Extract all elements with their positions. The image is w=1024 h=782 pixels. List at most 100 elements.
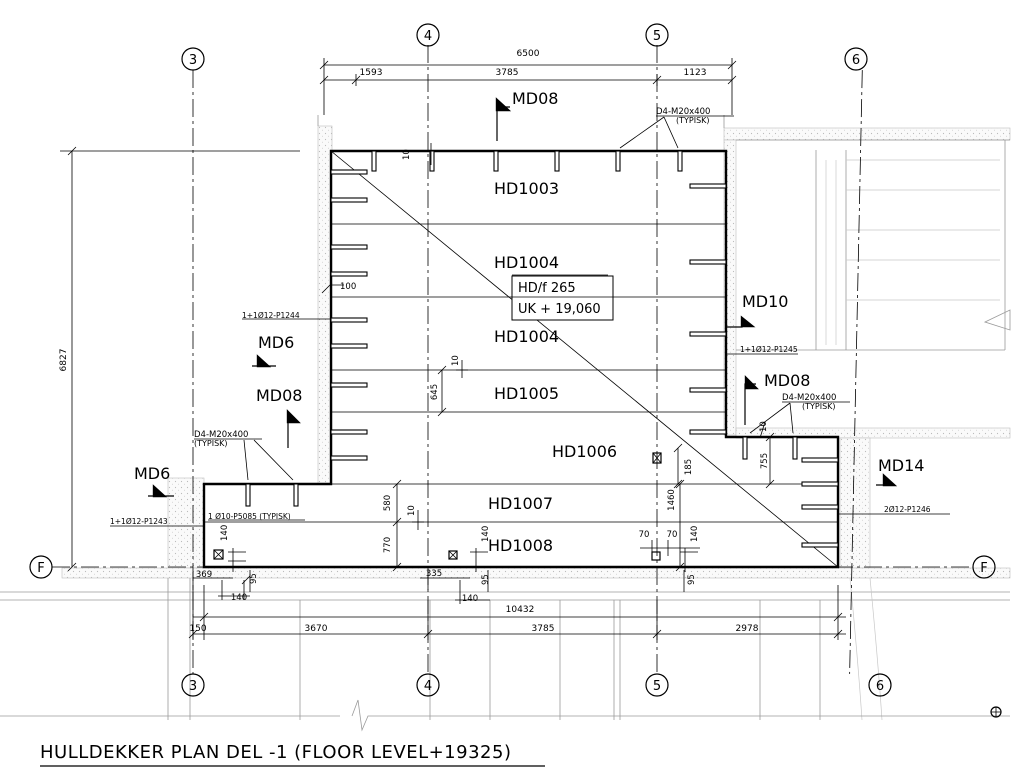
svg-text:HD1005: HD1005 xyxy=(494,384,559,403)
svg-text:UK + 19,060: UK + 19,060 xyxy=(518,302,601,317)
svg-text:10: 10 xyxy=(759,421,769,432)
svg-text:10432: 10432 xyxy=(506,605,535,615)
grid-bubble-6-top: 6 xyxy=(844,47,868,71)
svg-text:10: 10 xyxy=(402,149,412,160)
svg-text:95: 95 xyxy=(481,574,491,585)
svg-text:HD1008: HD1008 xyxy=(488,536,553,555)
rebar-slot xyxy=(330,455,368,461)
section-mark-md08-right: MD08 xyxy=(744,371,810,425)
rebar-callouts: 1+1Ø12-P1244 1+1Ø12-P1245 1+1Ø12-P1243 1… xyxy=(110,311,950,527)
edge-rebar-slots xyxy=(245,150,839,548)
anchor-annotations: D4-M20x400 (TYPISK) D4-M20x400 (TYPISK) … xyxy=(194,107,850,481)
section-mark-md14: MD14 xyxy=(876,456,924,487)
svg-text:5: 5 xyxy=(653,29,661,44)
svg-text:MD08: MD08 xyxy=(764,371,810,390)
grid-bubble-3-top: 3 xyxy=(181,47,205,71)
rebar-slot xyxy=(371,150,377,172)
svg-text:1+1Ø12-P1245: 1+1Ø12-P1245 xyxy=(740,345,798,354)
grid-bubble-4-bottom: 4 xyxy=(416,673,440,697)
svg-text:1 Ø10-P5085 (TYPISK): 1 Ø10-P5085 (TYPISK) xyxy=(208,512,291,521)
rebar-slot xyxy=(293,483,299,507)
svg-text:140: 140 xyxy=(481,526,491,542)
svg-text:MD10: MD10 xyxy=(742,292,788,311)
grid-bubble-6-bottom: 6 xyxy=(868,673,892,697)
small-dimensions: 10 100 645 10 580 10 770 140 95 369 140 … xyxy=(192,143,775,604)
slab-callout: HD/f 265 UK + 19,060 xyxy=(511,275,614,321)
rebar-slot xyxy=(689,183,727,189)
rebar-slot xyxy=(330,343,368,349)
grid-bubble-F-left: F xyxy=(29,555,53,579)
svg-text:F: F xyxy=(37,561,44,576)
svg-text:140: 140 xyxy=(462,594,478,604)
svg-text:1593: 1593 xyxy=(360,68,383,78)
svg-text:770: 770 xyxy=(383,537,393,553)
svg-text:HD1007: HD1007 xyxy=(488,494,553,513)
svg-text:3: 3 xyxy=(189,679,197,694)
rebar-slot xyxy=(801,481,839,487)
svg-text:580: 580 xyxy=(383,495,393,511)
svg-text:10: 10 xyxy=(451,355,461,366)
svg-text:6: 6 xyxy=(876,679,884,694)
rebar-slot xyxy=(330,244,368,250)
rebar-slot xyxy=(245,483,251,507)
rebar-slot xyxy=(689,387,727,393)
section-marks: MD08 MD10 MD6 MD08 MD6 MD08 MD14 xyxy=(134,89,924,498)
section-mark-md08-left: MD08 xyxy=(256,386,302,448)
rebar-slot xyxy=(330,382,368,388)
svg-text:70: 70 xyxy=(639,530,650,540)
section-mark-md6-lower: MD6 xyxy=(134,464,174,498)
svg-text:MD6: MD6 xyxy=(258,333,294,352)
svg-text:(TYPISK): (TYPISK) xyxy=(802,402,836,411)
rebar-slot xyxy=(742,436,748,460)
rebar-slot xyxy=(330,317,368,323)
svg-text:100: 100 xyxy=(340,282,356,292)
svg-text:95: 95 xyxy=(687,574,697,585)
section-mark-md08-top: MD08 xyxy=(495,89,558,141)
svg-text:D4-M20x400: D4-M20x400 xyxy=(656,107,710,117)
svg-text:2978: 2978 xyxy=(736,624,759,634)
svg-text:HD1004: HD1004 xyxy=(494,253,559,272)
section-mark-md6-upper: MD6 xyxy=(252,333,294,368)
svg-text:335: 335 xyxy=(426,569,442,579)
svg-text:10: 10 xyxy=(407,505,417,516)
svg-text:D4-M20x400: D4-M20x400 xyxy=(194,430,248,440)
svg-text:3785: 3785 xyxy=(532,624,555,634)
grid-bubble-4-top: 4 xyxy=(416,23,440,47)
grid-bubble-3-bottom: 3 xyxy=(181,673,205,697)
rebar-slot xyxy=(330,429,368,435)
left-dimension: 6827 xyxy=(59,146,300,572)
background-building xyxy=(0,115,1011,732)
svg-text:HD1004: HD1004 xyxy=(494,327,559,346)
svg-text:MD08: MD08 xyxy=(256,386,302,405)
svg-text:140: 140 xyxy=(220,525,230,541)
svg-text:5: 5 xyxy=(653,679,661,694)
rebar-slot xyxy=(689,259,727,265)
svg-text:95: 95 xyxy=(249,573,259,584)
svg-text:3: 3 xyxy=(189,53,197,68)
rebar-slot xyxy=(801,542,839,548)
rebar-slot xyxy=(801,504,839,510)
rebar-slot xyxy=(792,436,798,460)
rebar-slot xyxy=(677,150,683,172)
rebar-slot xyxy=(689,331,727,337)
rebar-slot xyxy=(689,429,727,435)
rebar-slot xyxy=(554,150,560,172)
grid-bubbles: 3 4 5 6 3 4 5 6 F F xyxy=(29,23,996,697)
svg-text:D4-M20x400: D4-M20x400 xyxy=(782,393,836,403)
rebar-slot xyxy=(493,150,499,172)
svg-text:HD1006: HD1006 xyxy=(552,442,617,461)
svg-text:MD08: MD08 xyxy=(512,89,558,108)
svg-text:6827: 6827 xyxy=(59,349,69,372)
svg-text:1+1Ø12-P1244: 1+1Ø12-P1244 xyxy=(242,311,300,320)
svg-text:6: 6 xyxy=(852,53,860,68)
drawing-title: HULLDEKKER PLAN DEL -1 (FLOOR LEVEL+1932… xyxy=(40,742,545,767)
svg-text:150: 150 xyxy=(189,624,206,634)
svg-text:369: 369 xyxy=(196,570,212,580)
svg-text:6500: 6500 xyxy=(517,49,540,59)
svg-text:4: 4 xyxy=(424,679,432,694)
rebar-slot xyxy=(330,197,368,203)
svg-text:140: 140 xyxy=(231,593,247,603)
svg-text:3670: 3670 xyxy=(305,624,328,634)
svg-text:185: 185 xyxy=(684,459,694,475)
